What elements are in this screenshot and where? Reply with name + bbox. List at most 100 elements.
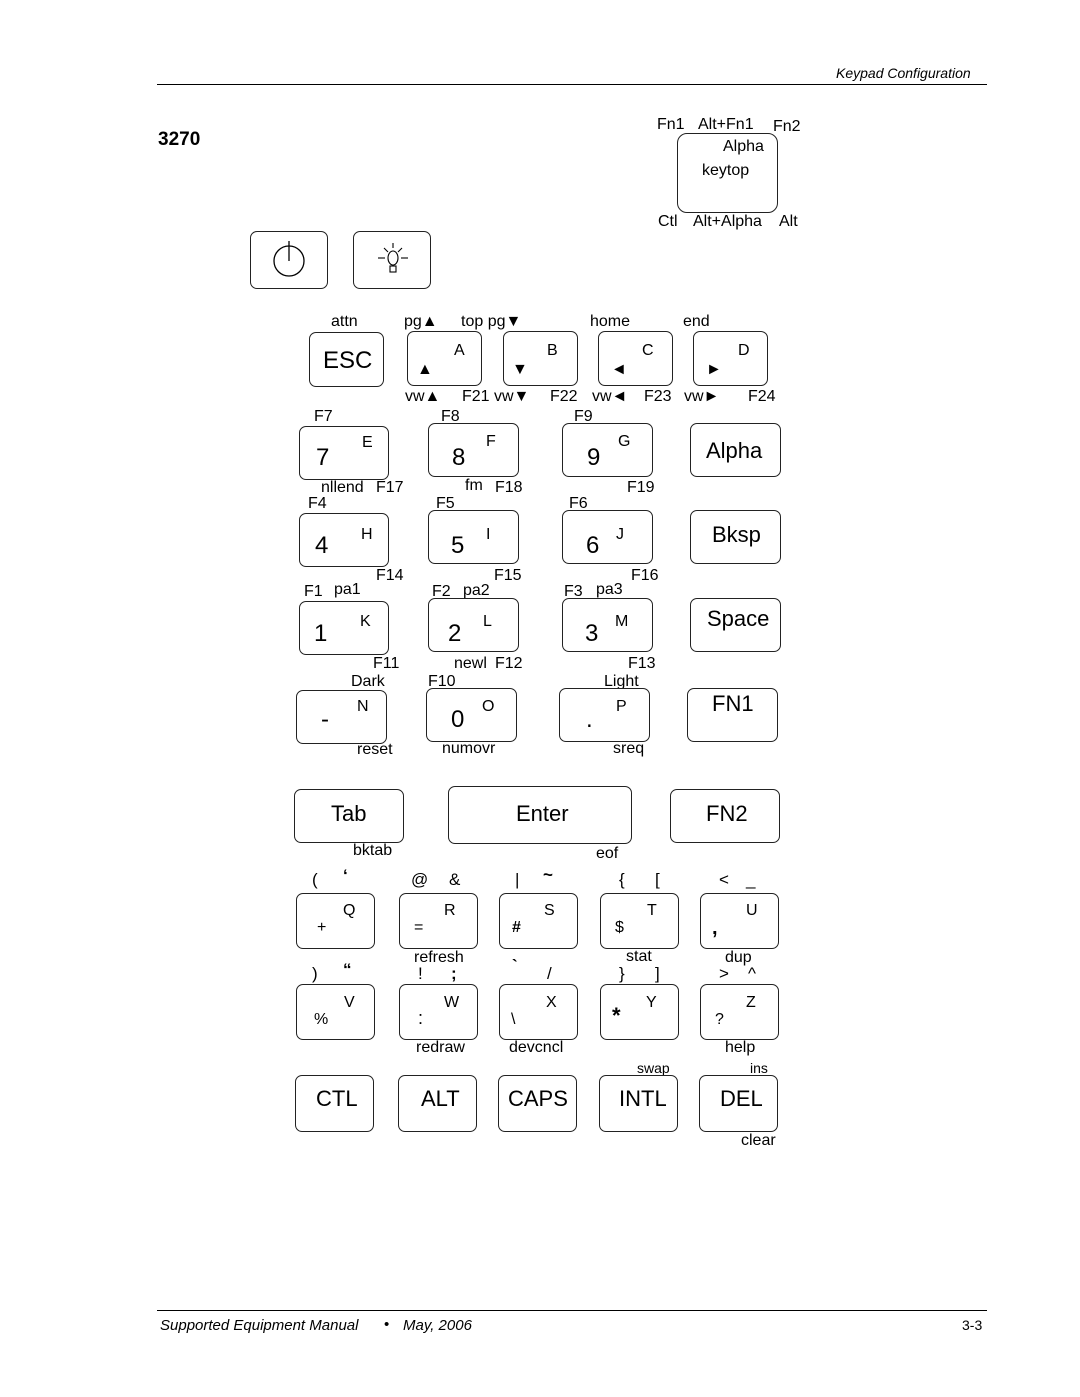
key-x[interactable] <box>499 984 578 1040</box>
key-0-alpha: O <box>482 698 495 715</box>
key-c-arrow: ◄ <box>611 361 627 378</box>
key-6[interactable] <box>562 510 653 564</box>
key-minus[interactable] <box>296 690 387 744</box>
label-pa2: pa2 <box>463 582 490 599</box>
footer-rule <box>157 1310 987 1311</box>
key-7[interactable] <box>299 426 389 480</box>
key-6-alpha: J <box>616 526 624 543</box>
key-period[interactable] <box>559 688 650 742</box>
key-7-alpha: E <box>362 434 373 451</box>
label-f24: F24 <box>748 388 776 405</box>
bksp-key[interactable] <box>690 510 781 564</box>
key-5[interactable] <box>428 510 519 564</box>
key-1-alpha: K <box>360 613 371 630</box>
fn2-key-label: FN2 <box>706 801 748 826</box>
label-gt: > <box>719 964 729 983</box>
key-q-sym: + <box>317 919 327 936</box>
space-key[interactable] <box>690 598 781 652</box>
legend-keytop-label: keytop <box>702 162 750 179</box>
key-r-sym: = <box>414 919 424 936</box>
key-1[interactable] <box>299 601 389 655</box>
label-underscore: _ <box>746 870 756 889</box>
key-u[interactable] <box>700 893 779 949</box>
key-c-alpha: C <box>642 342 654 359</box>
alpha-key-label: Alpha <box>706 438 763 463</box>
section-title: 3270 <box>158 129 201 150</box>
key-q[interactable] <box>296 893 375 949</box>
label-nllend: nllend <box>321 479 364 496</box>
label-f11: F11 <box>373 655 400 672</box>
key-4[interactable] <box>299 513 389 567</box>
tab-key[interactable] <box>294 789 404 843</box>
key-9[interactable] <box>562 423 653 477</box>
del-key[interactable] <box>699 1075 778 1132</box>
backlight-key[interactable] <box>353 231 431 289</box>
key-3[interactable] <box>562 598 653 652</box>
intl-key[interactable] <box>599 1075 678 1132</box>
key-a[interactable] <box>407 331 482 386</box>
key-y[interactable] <box>600 984 679 1040</box>
key-r[interactable] <box>399 893 478 949</box>
label-f8: F8 <box>441 408 460 425</box>
label-f14: F14 <box>376 567 404 584</box>
key-z[interactable] <box>700 984 779 1040</box>
key-9-alpha: G <box>618 433 631 450</box>
key-r-alpha: R <box>444 902 456 919</box>
key-s-alpha: S <box>544 902 555 919</box>
label-f5: F5 <box>436 495 455 512</box>
legend-alpha: Alpha <box>723 138 764 155</box>
label-f21: F21 <box>462 388 490 405</box>
key-z-sym: ? <box>715 1011 724 1028</box>
label-f13: F13 <box>628 655 656 672</box>
key-3-num: 3 <box>585 620 599 647</box>
label-newl: newl <box>454 655 487 672</box>
key-a-arrow: ▲ <box>417 361 433 378</box>
label-light: Light <box>604 673 639 690</box>
key-d[interactable] <box>693 331 768 386</box>
key-v[interactable] <box>296 984 375 1040</box>
label-swap: swap <box>637 1060 670 1076</box>
label-vw-right: vw► <box>684 388 720 405</box>
enter-key[interactable] <box>448 786 632 844</box>
enter-key-label: Enter <box>516 801 569 826</box>
del-key-label: DEL <box>720 1086 763 1111</box>
label-f3: F3 <box>564 583 583 600</box>
esc-label: ESC <box>323 347 373 374</box>
label-f23: F23 <box>644 388 672 405</box>
label-f12: F12 <box>495 655 523 672</box>
key-7-num: 7 <box>316 444 330 471</box>
fn1-key[interactable] <box>687 688 778 742</box>
ctl-key[interactable] <box>295 1075 374 1132</box>
key-2[interactable] <box>428 598 519 652</box>
label-devcncl: devcncl <box>509 1039 564 1056</box>
key-period-num: . <box>586 706 593 733</box>
footer-bullet: • <box>384 1316 390 1333</box>
key-9-num: 9 <box>587 444 601 471</box>
label-pgup: pg▲ <box>404 313 438 330</box>
label-f1: F1 <box>304 583 323 600</box>
key-t-sym: $ <box>615 919 624 936</box>
power-icon <box>273 241 305 277</box>
label-refresh: refresh <box>414 949 464 966</box>
power-key[interactable] <box>250 231 328 289</box>
key-t[interactable] <box>600 893 679 949</box>
label-pipe: | <box>515 870 520 889</box>
key-s[interactable] <box>499 893 578 949</box>
key-b-alpha: B <box>547 342 558 359</box>
key-w[interactable] <box>399 984 478 1040</box>
key-b[interactable] <box>503 331 578 386</box>
key-0[interactable] <box>426 688 517 742</box>
alpha-key[interactable] <box>690 423 781 477</box>
esc-key[interactable] <box>309 332 384 387</box>
key-8[interactable] <box>428 423 519 477</box>
caps-key[interactable] <box>498 1075 577 1132</box>
fn2-key[interactable] <box>670 789 780 843</box>
key-w-sym: : <box>418 1008 424 1028</box>
alt-key[interactable] <box>398 1075 477 1132</box>
label-backtick: ` <box>512 956 518 975</box>
legend-top-altfn1: Alt+Fn1 <box>698 116 754 133</box>
key-c[interactable] <box>598 331 673 386</box>
label-end: end <box>683 313 710 330</box>
label-f10: F10 <box>428 673 456 690</box>
header-title: Keypad Configuration <box>836 65 971 81</box>
